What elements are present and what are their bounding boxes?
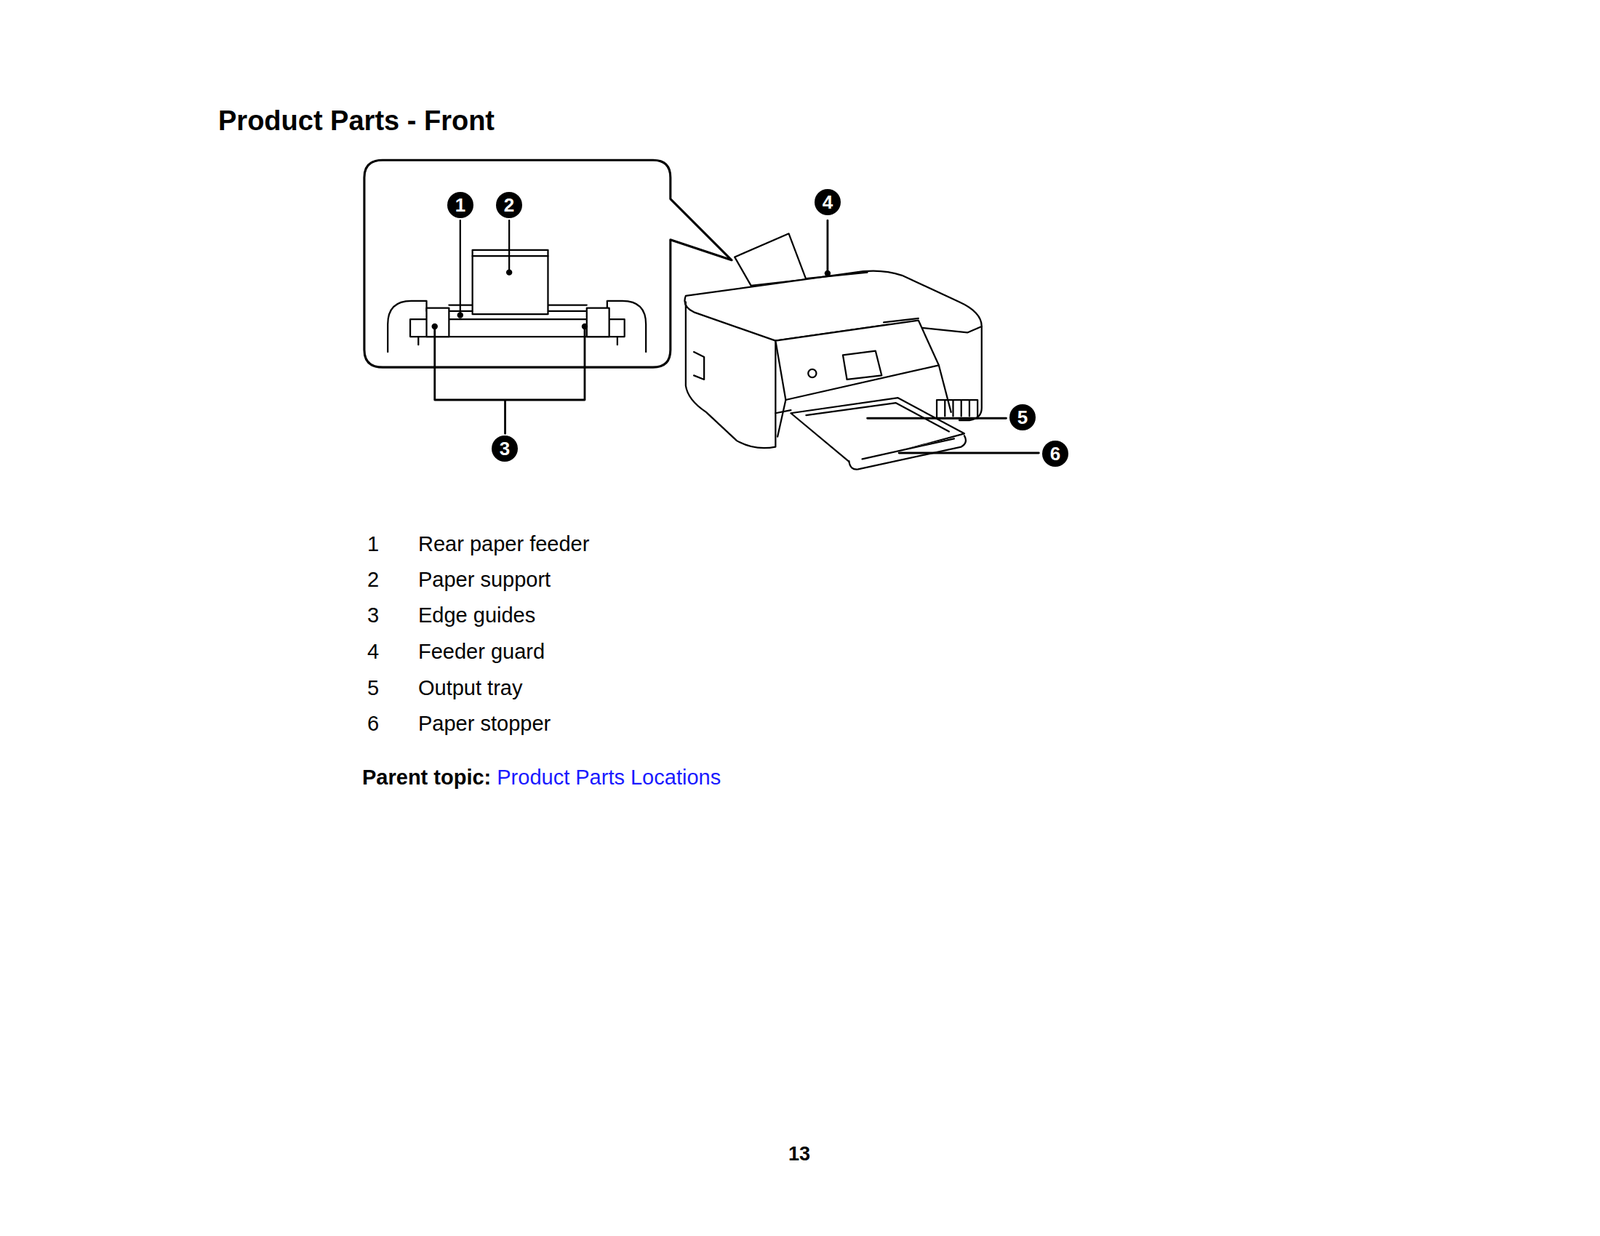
callout-text: 4 <box>822 192 833 212</box>
list-number: 1 <box>367 533 379 555</box>
callout-text: 5 <box>1017 408 1028 427</box>
part-name: Output tray <box>418 677 523 699</box>
part-name: Paper stopper <box>418 713 551 735</box>
part-name: Feeder guard <box>418 641 545 663</box>
list-number: 2 <box>367 569 379 591</box>
callout-number: 5 <box>1009 404 1036 431</box>
list-number: 6 <box>367 713 379 735</box>
callout-text: 3 <box>499 439 510 459</box>
part-name: Edge guides <box>418 605 536 627</box>
parent-topic-label: Parent topic: <box>362 767 491 789</box>
callout-number: 3 <box>491 435 518 462</box>
part-name: Paper support <box>418 569 551 591</box>
callout-text: 6 <box>1050 444 1061 464</box>
callout-number: 2 <box>496 192 523 219</box>
printer-body <box>684 233 982 470</box>
callout-number: 1 <box>447 192 474 219</box>
parent-topic-link: Product Parts Locations <box>496 767 721 789</box>
rear-feeder-closeup <box>387 250 646 352</box>
part-name: Rear paper feeder <box>418 533 590 555</box>
callout-bubble <box>364 160 732 368</box>
callout-text: 1 <box>455 195 466 215</box>
page-number: 13 <box>788 1144 811 1165</box>
list-number: 5 <box>367 677 379 699</box>
list-number: 3 <box>367 605 379 627</box>
callout-number: 6 <box>1042 440 1069 467</box>
callout-text: 2 <box>504 195 515 215</box>
page-title: Product Parts - Front <box>218 106 495 135</box>
callout-number: 4 <box>814 189 841 216</box>
list-number: 4 <box>367 641 379 663</box>
